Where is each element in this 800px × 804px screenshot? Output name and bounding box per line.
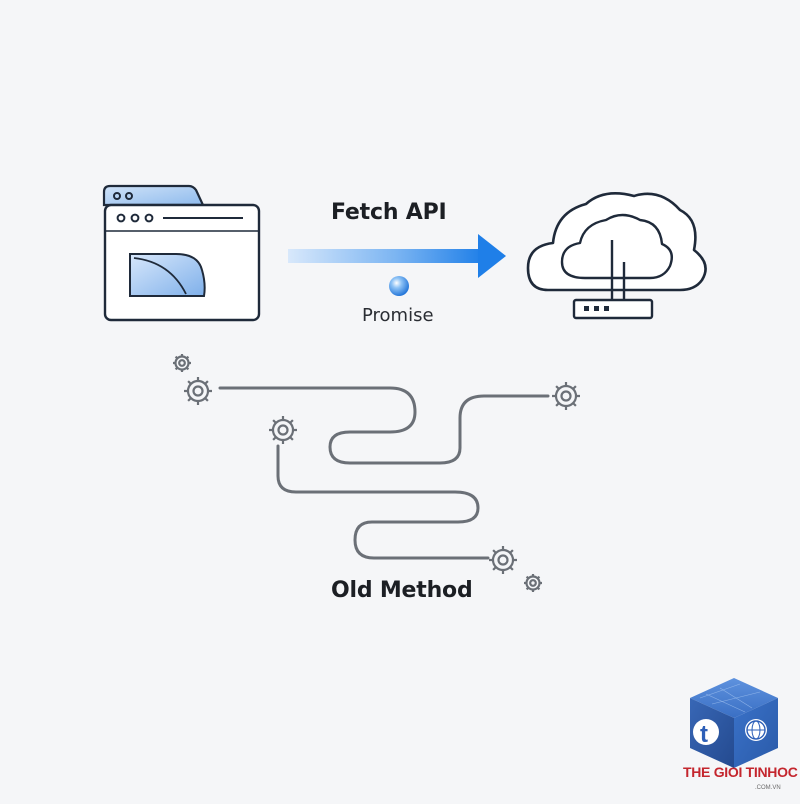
brand-name: THE GIOI TINHOC bbox=[683, 764, 798, 780]
old-method-path bbox=[218, 386, 550, 560]
svg-text:t: t bbox=[700, 721, 708, 748]
browser-window-icon bbox=[102, 184, 261, 322]
gear-icon bbox=[489, 546, 517, 574]
gear-icons bbox=[173, 354, 580, 592]
promise-label: Promise bbox=[362, 305, 434, 326]
brand-logo-icon: t bbox=[690, 678, 778, 768]
fetch-api-label: Fetch API bbox=[331, 200, 447, 225]
gear-icon bbox=[552, 382, 580, 410]
fetch-arrow bbox=[288, 234, 506, 278]
gear-icon bbox=[269, 416, 297, 444]
gear-icon bbox=[524, 574, 542, 592]
promise-orb-icon bbox=[389, 276, 409, 296]
old-method-label: Old Method bbox=[331, 578, 473, 603]
gear-icon bbox=[184, 377, 212, 405]
brand-domain: .COM.VN bbox=[755, 785, 781, 791]
cloud-server-icon bbox=[526, 192, 707, 320]
gear-icon bbox=[173, 354, 191, 372]
